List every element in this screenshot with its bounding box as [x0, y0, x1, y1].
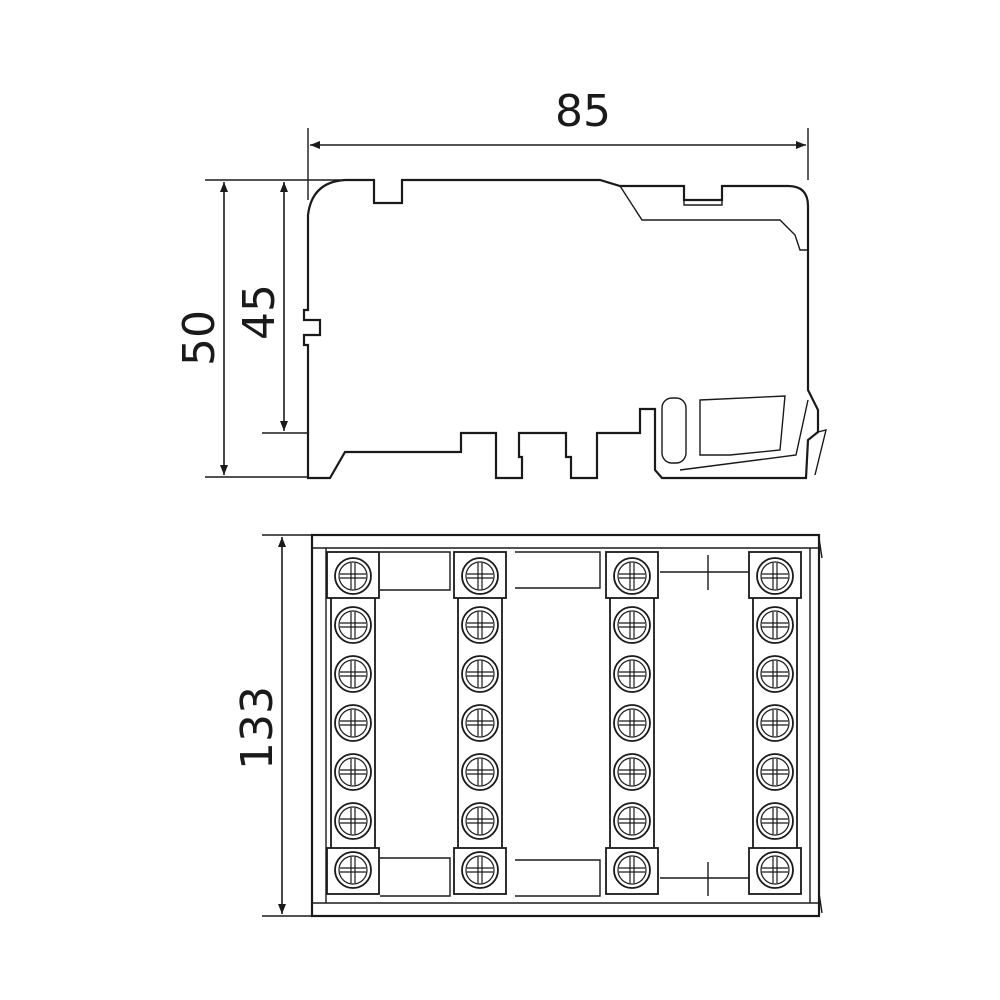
screw-icon	[613, 753, 651, 791]
screw-icon	[334, 851, 372, 889]
screw-icon	[461, 606, 499, 644]
width-dimension-label: 85	[555, 86, 611, 137]
busbar-2	[453, 551, 507, 895]
screw-icon	[334, 802, 372, 840]
screw-icon	[613, 557, 651, 595]
screw-icon	[461, 851, 499, 889]
screw-icon	[613, 851, 651, 889]
screw-icon	[756, 557, 794, 595]
screw-icon	[334, 753, 372, 791]
busbar-3	[605, 551, 659, 895]
screw-icon	[756, 655, 794, 693]
top-view: 133	[232, 533, 823, 918]
busbar-1	[326, 551, 380, 895]
screw-icon	[613, 704, 651, 742]
side-housing-outline	[302, 178, 820, 480]
screw-icon	[613, 655, 651, 693]
screw-icon	[334, 557, 372, 595]
screw-icon	[756, 802, 794, 840]
screw-icon	[334, 655, 372, 693]
height-inner-dimension-label: 45	[234, 284, 285, 340]
screw-icon	[461, 557, 499, 595]
screw-icon	[613, 802, 651, 840]
screw-icon	[756, 606, 794, 644]
screw-icon	[461, 802, 499, 840]
screw-icon	[334, 606, 372, 644]
screw-icon	[334, 704, 372, 742]
screw-icon	[461, 704, 499, 742]
length-dimension-label: 133	[232, 686, 283, 770]
screw-icon	[461, 753, 499, 791]
height-outer-dimension-label: 50	[174, 310, 225, 366]
top-housing-outline	[310, 533, 821, 918]
screw-icon	[756, 704, 794, 742]
screw-icon	[756, 851, 794, 889]
screw-icon	[613, 606, 651, 644]
side-view: 85 50 45	[174, 86, 827, 480]
screw-icon	[461, 655, 499, 693]
screw-icon	[756, 753, 794, 791]
busbar-4	[748, 551, 802, 895]
